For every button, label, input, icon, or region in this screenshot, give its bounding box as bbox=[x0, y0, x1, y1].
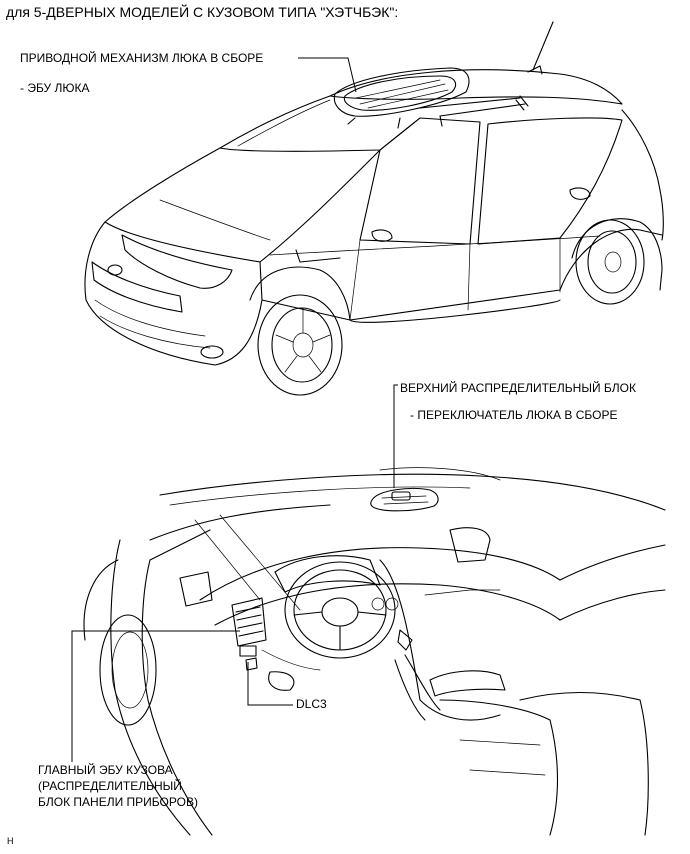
label-main-body-ecu-line1: ГЛАВНЫЙ ЭБУ КУЗОВА bbox=[38, 763, 173, 777]
label-main-body-ecu-line2: (РАСПРЕДЕЛИТЕЛЬНЫЙ bbox=[38, 779, 182, 793]
side-vent-right bbox=[449, 527, 491, 563]
interior-illustration bbox=[83, 467, 666, 836]
front-bumper bbox=[84, 221, 263, 366]
roof-outline bbox=[329, 69, 623, 105]
headlight bbox=[121, 234, 233, 289]
leader-dlc3 bbox=[247, 662, 293, 706]
upper-distribution-block bbox=[370, 487, 439, 512]
headliner bbox=[159, 473, 666, 511]
shift-lever bbox=[397, 629, 413, 651]
front-wheel bbox=[249, 266, 351, 396]
dashboard bbox=[199, 547, 561, 601]
windshield-pillar bbox=[149, 504, 331, 561]
door-handle-rear bbox=[569, 187, 591, 200]
body-side bbox=[261, 228, 663, 321]
diagram-title: для 5-ДВЕРНЫХ МОДЕЛЕЙ С КУЗОВОМ ТИПА "ХЭ… bbox=[6, 4, 399, 20]
door-frame bbox=[110, 539, 191, 836]
hood bbox=[104, 147, 381, 263]
shift-console bbox=[394, 654, 441, 721]
label-sunroof-drive: ПРИВОДНОЙ МЕХАНИЗМ ЛЮКА В СБОРЕ bbox=[20, 51, 264, 65]
rear-wheel bbox=[571, 218, 663, 305]
grille bbox=[91, 261, 183, 313]
sunroof-drive-assembly bbox=[333, 67, 529, 129]
interior-side-mirror bbox=[179, 571, 213, 607]
steering-wheel bbox=[284, 561, 396, 659]
leader-main-body-ecu bbox=[71, 630, 240, 762]
label-upper-block: ВЕРХНИЙ РАСПРЕДЕЛИТЕЛЬНЫЙ БЛОК bbox=[400, 381, 637, 395]
label-sunroof-switch: - ПЕРЕКЛЮЧАТЕЛЬ ЛЮКА В СБОРЕ bbox=[410, 408, 618, 422]
passenger-dash bbox=[559, 544, 666, 621]
main-body-ecu bbox=[231, 597, 267, 657]
door-handle-front bbox=[371, 229, 393, 242]
hatchback-car-illustration bbox=[84, 21, 664, 396]
label-sunroof-ecu: - ЭБУ ЛЮКА bbox=[20, 81, 90, 95]
center-console bbox=[379, 559, 501, 721]
label-dlc3: DLC3 bbox=[296, 697, 327, 711]
center-armrest bbox=[429, 670, 506, 697]
side-windows bbox=[359, 117, 481, 245]
brand-emblem bbox=[107, 264, 123, 276]
side-mirror bbox=[295, 249, 341, 263]
front-wheel-interior bbox=[99, 614, 157, 726]
corner-mark: H bbox=[7, 836, 14, 846]
antenna bbox=[532, 21, 554, 71]
fog-light bbox=[200, 345, 224, 359]
dlc3-connector bbox=[245, 657, 258, 671]
leader-upper-block bbox=[393, 384, 398, 488]
leader-sunroof-drive bbox=[298, 57, 357, 93]
seat bbox=[439, 699, 558, 836]
label-main-body-ecu-line3: БЛОК ПАНЕЛИ ПРИБОРОВ) bbox=[38, 795, 198, 809]
